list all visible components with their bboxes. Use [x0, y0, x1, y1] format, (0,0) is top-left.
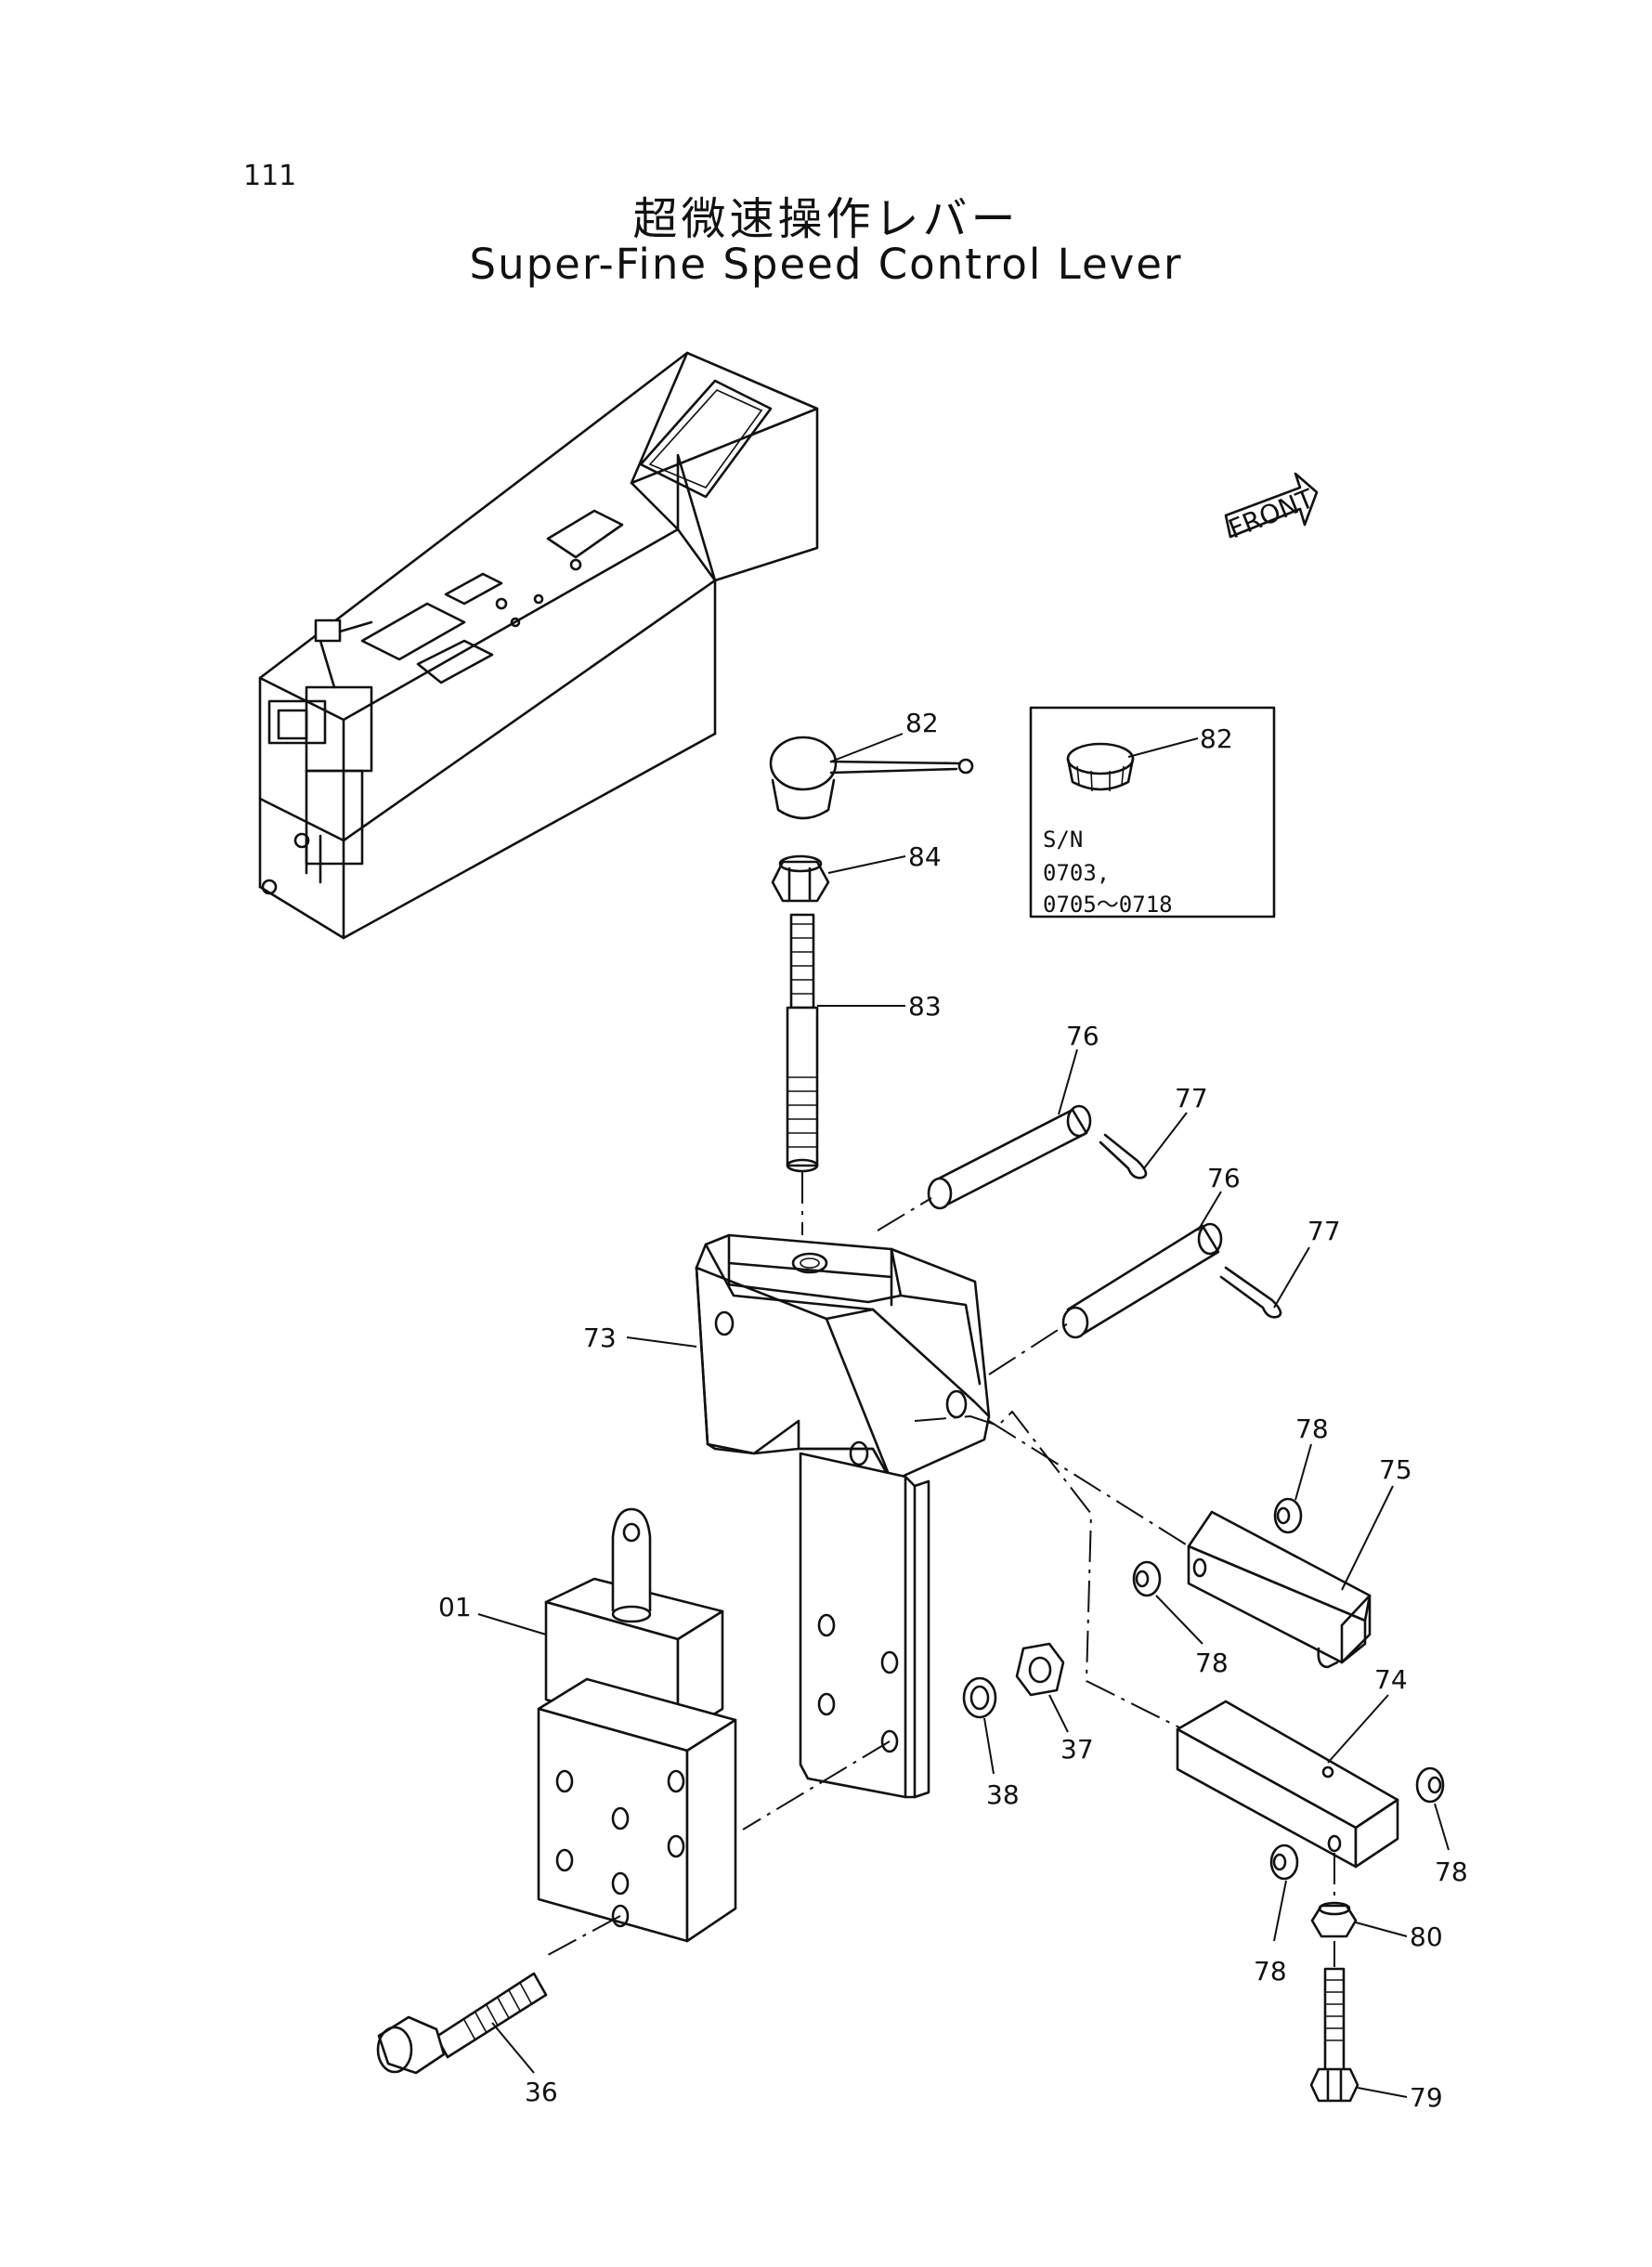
callout-84: 84: [908, 841, 942, 872]
callout-01: 01: [438, 1592, 472, 1622]
callout-78-c: 78: [1435, 1857, 1468, 1887]
inset-sn-line1: 0703,: [1043, 860, 1110, 886]
callout-73: 73: [583, 1322, 617, 1353]
pin-76-upper: 76: [927, 1021, 1099, 1210]
callout-77-upper: 77: [1175, 1083, 1208, 1114]
inset-box: 82 S/N 0703, 0705～0718: [1029, 706, 1276, 919]
title-japanese: 超微速操作レバー: [632, 193, 1020, 245]
callout-75: 75: [1379, 1454, 1412, 1485]
washer-78-d: 78: [1254, 1844, 1299, 1987]
screw-rod-83: 83: [786, 913, 942, 1173]
valve-01: 01: [438, 1507, 737, 1943]
callout-77-lower: 77: [1307, 1216, 1341, 1246]
page-number: 111: [243, 160, 297, 192]
console-assembly: [258, 351, 819, 940]
washer-78-b: 78: [1132, 1560, 1229, 1678]
callout-37: 37: [1060, 1734, 1094, 1765]
title-english: Super-Fine Speed Control Lever: [469, 240, 1183, 289]
washer-78-a: 78: [1273, 1414, 1329, 1534]
front-arrow: FRONT: [1224, 472, 1319, 545]
bracket-73: 73: [583, 1233, 991, 1483]
inset-callout-82: 82: [1200, 723, 1233, 754]
callout-78-a: 78: [1295, 1414, 1329, 1444]
callout-36: 36: [525, 2077, 558, 2107]
pin-76-lower: 76: [1061, 1163, 1241, 1339]
callout-78-d: 78: [1254, 1956, 1287, 1987]
nut-84: 84: [771, 841, 942, 903]
callout-80: 80: [1410, 1922, 1443, 1952]
front-label: FRONT: [1224, 483, 1319, 545]
cotter-pin-77-upper: 77: [1099, 1083, 1208, 1179]
inset-sn-line2: 0705～0718: [1043, 892, 1173, 918]
bolt-79: 79: [1309, 1967, 1443, 2113]
callout-82: 82: [905, 708, 939, 738]
washer-78-c: 78: [1415, 1766, 1468, 1887]
callout-76-upper: 76: [1066, 1021, 1099, 1051]
nut-37: 37: [1015, 1642, 1094, 1765]
bolt-36: 36: [376, 1972, 558, 2107]
callout-38: 38: [986, 1779, 1020, 1810]
callout-74: 74: [1374, 1664, 1408, 1695]
cotter-pin-77-lower: 77: [1219, 1216, 1341, 1319]
callout-83: 83: [908, 991, 942, 1022]
block-74: 74: [1176, 1664, 1408, 1869]
nut-80: 80: [1310, 1901, 1443, 1952]
callout-76-lower: 76: [1207, 1163, 1241, 1193]
callout-79: 79: [1410, 2082, 1443, 2113]
mounting-plate: [799, 1452, 930, 1799]
knob-82: 82: [769, 708, 974, 820]
washer-38: 38: [962, 1676, 1020, 1810]
inset-sn-label: S/N: [1043, 827, 1083, 853]
callout-78-b: 78: [1195, 1648, 1229, 1678]
block-75: 75: [1187, 1454, 1412, 1669]
